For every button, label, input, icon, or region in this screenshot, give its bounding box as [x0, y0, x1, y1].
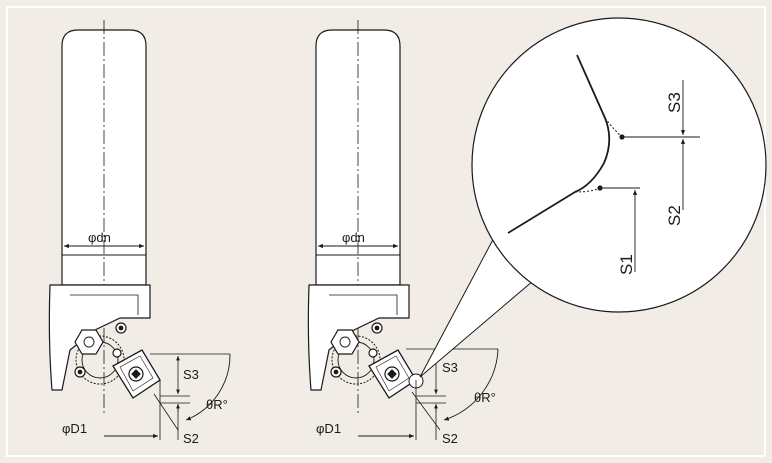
right-head: [307, 284, 410, 391]
right-d1-label: φD1: [316, 421, 341, 436]
right-dn-label: φdn: [342, 230, 365, 245]
clamp-screw-icon: [74, 329, 104, 355]
detail-s3-label: S3: [665, 92, 684, 113]
right-tool: [307, 20, 499, 440]
left-s3-label: S3: [183, 367, 199, 382]
edge-profile: [507, 54, 611, 234]
right-s2-label: S2: [442, 431, 458, 446]
detail-circle: [471, 17, 767, 313]
left-angle-label: θR°: [206, 397, 228, 412]
insert-screw-icon: [384, 366, 400, 382]
detail-s2-label: S2: [665, 205, 684, 226]
left-tool: [48, 20, 231, 440]
right-angle-arc: [443, 348, 499, 421]
left-dn-label: φdn: [88, 230, 111, 245]
left-angle-arc: [185, 353, 231, 421]
detail-callout: [419, 17, 767, 378]
left-s2-label: S2: [183, 431, 199, 446]
insert-screw-icon: [128, 366, 144, 382]
left-d1-label: φD1: [62, 421, 87, 436]
clamp-screw-icon: [330, 329, 360, 355]
right-angle-label: θR°: [474, 390, 496, 405]
detail-s1-label: S1: [617, 254, 636, 275]
left-head: [48, 284, 151, 391]
frame: [6, 6, 766, 457]
right-s3-label: S3: [442, 360, 458, 375]
